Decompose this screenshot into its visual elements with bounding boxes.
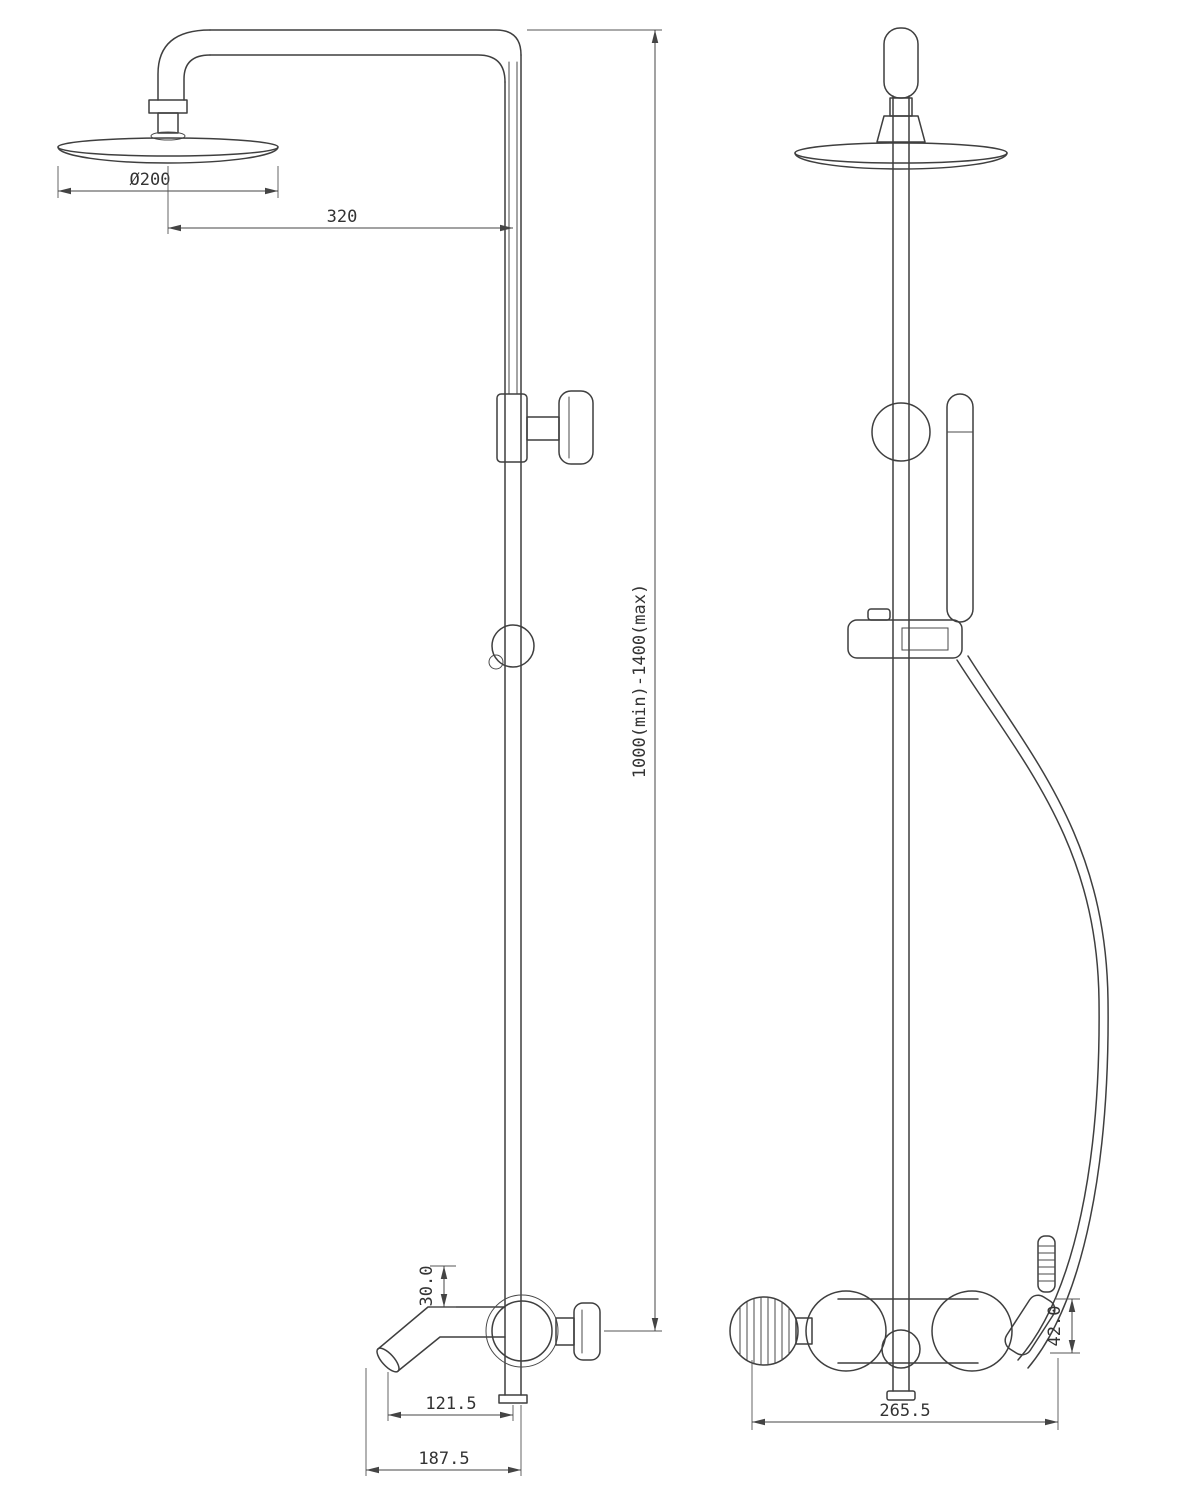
riser-pipe-front [892,95,910,1392]
shower-head-front [794,27,1008,170]
front-view: 42.0 265.5 [729,27,1109,1430]
dim-label-arm-reach: 320 [327,207,358,227]
dim-riser-height: 1000(min)-1400(max) [527,29,662,1332]
dim-label-spout-offset: 30.0 [417,1266,437,1307]
shower-hose [956,655,1109,1369]
dim-label-spout-overall: 187.5 [418,1449,469,1469]
dim-holder-height: 42.0 [1045,1298,1080,1354]
dim-spout-reach: 121.5 [387,1372,514,1421]
side-view: Ø200 320 1000(min)-1400(max) 30.0 121.5 [57,29,662,1476]
dim-spout-overall: 187.5 [365,1368,522,1476]
dim-label-head-diameter: Ø200 [130,170,171,190]
dim-label-spout-reach: 121.5 [425,1394,476,1414]
slide-ring [488,624,535,670]
diverter-knob-side [496,390,594,465]
shower-arm [157,29,522,101]
dim-arm-reach: 320 [167,166,513,234]
dim-label-mixer-width: 265.5 [879,1401,930,1421]
dim-mixer-width: 265.5 [751,1358,1059,1430]
mixer-valve-front [729,1290,1013,1401]
hand-shower-holder [1004,1235,1056,1356]
swivel-ring [871,402,931,462]
riser-pipe [498,54,528,1404]
hand-shower [946,393,974,623]
dim-label-holder-height: 42.0 [1045,1306,1065,1347]
dim-label-riser-height: 1000(min)-1400(max) [630,584,650,778]
temperature-knob [729,1296,799,1366]
dim-spout-offset: 30.0 [417,1266,456,1308]
slider-bracket [847,608,963,659]
mixer-valve-side [485,1294,601,1368]
rain-shower-head-side [57,99,279,164]
wall-spout [376,1306,506,1373]
